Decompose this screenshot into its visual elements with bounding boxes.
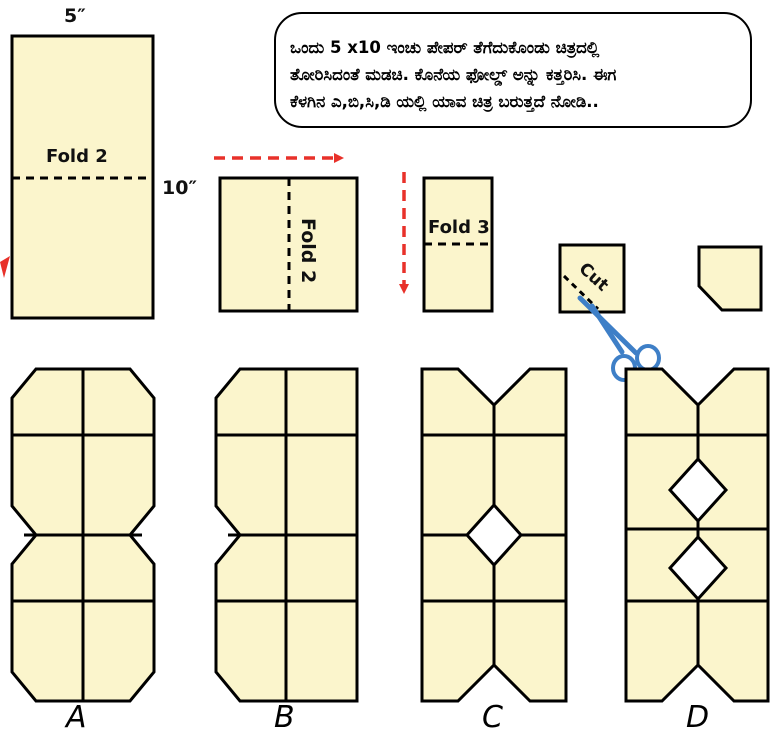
step3-sheet: Fold 3 (422, 176, 494, 313)
height-label: 10″ (162, 177, 197, 199)
width-label: 5″ (64, 5, 86, 27)
step2-fold-label: Fold 2 (297, 218, 319, 283)
instruction-line-3: ಕೆಳಗಿನ ಎ,ಬಿ,ಸಿ,ಡಿ ಯಲ್ಲಿ ಯಾವ ಚಿತ್ರ ಬರುತ್ತ… (290, 92, 599, 111)
option-a-label: A (64, 700, 87, 733)
step4-sheet: Cut (558, 243, 626, 314)
option-b-shape (214, 367, 359, 703)
arrow-icon (0, 256, 10, 278)
option-d-shape (624, 367, 770, 703)
option-c-shape (420, 367, 568, 703)
step3-fold-label: Fold 3 (428, 217, 490, 238)
option-d-label: D (686, 700, 709, 733)
option-b-label: B (274, 700, 295, 733)
option-c-label: C (482, 700, 503, 733)
step1-sheet: Fold 2 5″ 10″ (0, 5, 197, 320)
instruction-line-2: ತೋರಿಸಿದಂತೆ ಮಡಚಿ. ಕೊನೆಯ ಫೋಲ್ಡ್ ಅನ್ನು ಕತ್ತ… (290, 65, 617, 84)
instruction-callout: ಒಂದು 5 x10 ಇಂಚು ಪೇಪರ್ ತೆಗೆದುಕೊಂಡು ಚಿತ್ರದ… (274, 12, 752, 128)
step1-fold-label: Fold 2 (46, 146, 108, 167)
option-a-shape (10, 367, 156, 703)
instruction-line-1: ಒಂದು 5 x10 ಇಂಚು ಪೇಪರ್ ತೆಗೆದುಕೊಂಡು ಚಿತ್ರದ… (290, 38, 600, 57)
step5-cut-result (697, 245, 763, 312)
step2-sheet: Fold 2 (218, 176, 359, 313)
